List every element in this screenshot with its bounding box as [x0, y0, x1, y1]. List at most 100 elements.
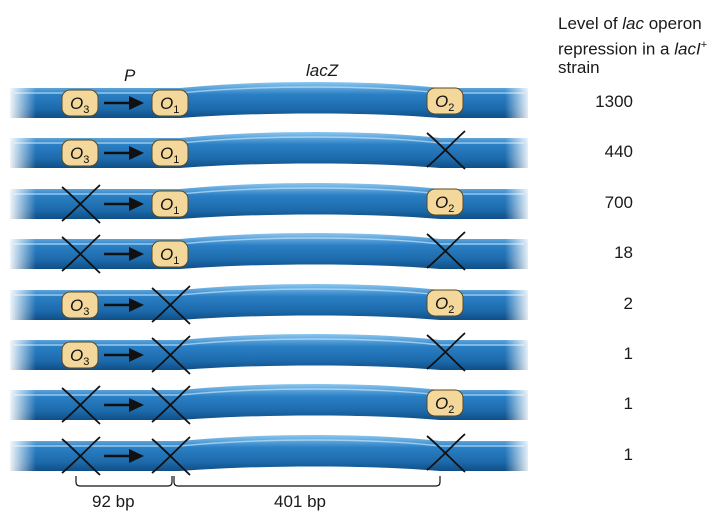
dna-strand: [10, 435, 528, 471]
dna-highlight: [14, 288, 524, 296]
dna-fade-right: [505, 281, 531, 329]
header-line-2: repression in a lacI+: [558, 39, 708, 59]
operator-o2: O2: [426, 389, 464, 417]
operator-o1: O1: [151, 139, 189, 167]
dna-fade-left: [8, 83, 36, 123]
dna-fade-left: [8, 436, 36, 476]
dna-fade-left: [8, 234, 36, 274]
operator-o3: O3: [61, 341, 99, 369]
operator-o2: O2: [426, 87, 464, 115]
repression-level-5: 2: [623, 294, 633, 313]
operator-o2-box: [426, 87, 464, 115]
o1-deletion-stroke-b: [151, 285, 191, 323]
distance-scale: [75, 476, 441, 487]
o3-deletion-stroke-a: [61, 387, 101, 425]
promoter-arrow-head: [129, 398, 144, 412]
dna-strand: [10, 82, 528, 118]
dna-fade-left: [8, 285, 36, 325]
operator-o3: O3: [61, 291, 99, 319]
dna-fade-right: [505, 79, 531, 127]
operator-o1: O1: [151, 190, 189, 218]
o3-deletion-stroke-a: [61, 186, 101, 224]
construct-row-3: O1 O2: [8, 180, 531, 228]
o3-deletion-stroke-a: [61, 236, 101, 274]
o1-deletion-stroke-b: [151, 436, 191, 474]
dna-fade-left: [8, 335, 36, 375]
operator-o1-box: [151, 240, 189, 268]
o1-deletion-stroke-b: [151, 335, 191, 373]
promoter-label: P: [124, 66, 136, 85]
dna-strand: [10, 384, 528, 420]
o1-deletion-stroke-a: [151, 287, 191, 325]
dna-highlight: [14, 338, 524, 346]
promoter-arrow-head: [129, 197, 144, 211]
o2-deletion-stroke-b: [426, 332, 466, 370]
dna-strand: [10, 183, 528, 219]
operator-o1: O1: [151, 89, 189, 117]
promoter-arrow-head: [129, 298, 144, 312]
repression-level-6: 1: [623, 344, 633, 363]
dna-strand: [10, 284, 528, 320]
repression-level-3: 700: [604, 193, 633, 212]
repression-level-1: 1300: [595, 92, 633, 111]
dna-highlight: [14, 388, 524, 396]
construct-row-4: O1: [8, 230, 531, 278]
construct-row-7: O2: [8, 381, 531, 429]
promoter-arrow-head: [129, 348, 144, 362]
dna-fade-right: [505, 381, 531, 429]
promoter-arrow-head: [129, 96, 144, 110]
operator-o1-box: [151, 190, 189, 218]
header-line-1: Level of lac operon: [558, 14, 702, 33]
o3-deletion-stroke-b: [61, 436, 101, 474]
o2-deletion-stroke-a: [426, 233, 466, 271]
dna-highlight: [14, 86, 524, 94]
operator-o2-box: [426, 389, 464, 417]
construct-row-5: O3 O2: [8, 281, 531, 329]
o2-deletion-stroke-b: [426, 130, 466, 168]
operator-o2-box: [426, 188, 464, 216]
repression-level-2: 440: [604, 142, 633, 161]
operator-o1-box: [151, 89, 189, 117]
o2-deletion-stroke-a: [426, 334, 466, 372]
o1-deletion-stroke-b: [151, 385, 191, 423]
construct-row-1: O3 O1 O2: [8, 79, 531, 127]
operator-o3-box: [61, 139, 99, 167]
dna-fade-left: [8, 385, 36, 425]
dna-fade-right: [505, 230, 531, 278]
dna-highlight: [14, 439, 524, 447]
dna-fade-right: [505, 129, 531, 177]
o3-deletion-stroke-b: [61, 184, 101, 222]
o2-deletion-stroke-a: [426, 132, 466, 170]
dna-strand: [10, 334, 528, 370]
dna-strand: [10, 233, 528, 269]
construct-row-8: [8, 432, 531, 480]
dna-highlight: [14, 136, 524, 144]
o2-deletion-stroke-b: [426, 433, 466, 471]
o1-deletion-stroke-a: [151, 387, 191, 425]
dna-fade-right: [505, 331, 531, 379]
operator-o3: O3: [61, 139, 99, 167]
operator-o3: O3: [61, 89, 99, 117]
operator-o2: O2: [426, 289, 464, 317]
o1-deletion-stroke-a: [151, 438, 191, 476]
promoter-arrow-head: [129, 247, 144, 261]
bp-right-label: 401 bp: [274, 492, 326, 511]
bracket-401bp: [173, 476, 441, 487]
operator-o3-box: [61, 89, 99, 117]
dna-fade-right: [505, 180, 531, 228]
o1-deletion-stroke-a: [151, 337, 191, 375]
construct-row-2: O3 O1: [8, 129, 531, 177]
operator-o1-box: [151, 139, 189, 167]
bracket-92bp: [75, 476, 173, 487]
dna-highlight: [14, 187, 524, 195]
dna-strand: [10, 132, 528, 168]
header-line-3: strain: [558, 58, 600, 77]
operator-o1: O1: [151, 240, 189, 268]
dna-fade-left: [8, 184, 36, 224]
operator-o2-box: [426, 289, 464, 317]
operator-o2: O2: [426, 188, 464, 216]
o3-deletion-stroke-b: [61, 385, 101, 423]
gene-label: lacZ: [306, 61, 339, 80]
dna-fade-left: [8, 133, 36, 173]
